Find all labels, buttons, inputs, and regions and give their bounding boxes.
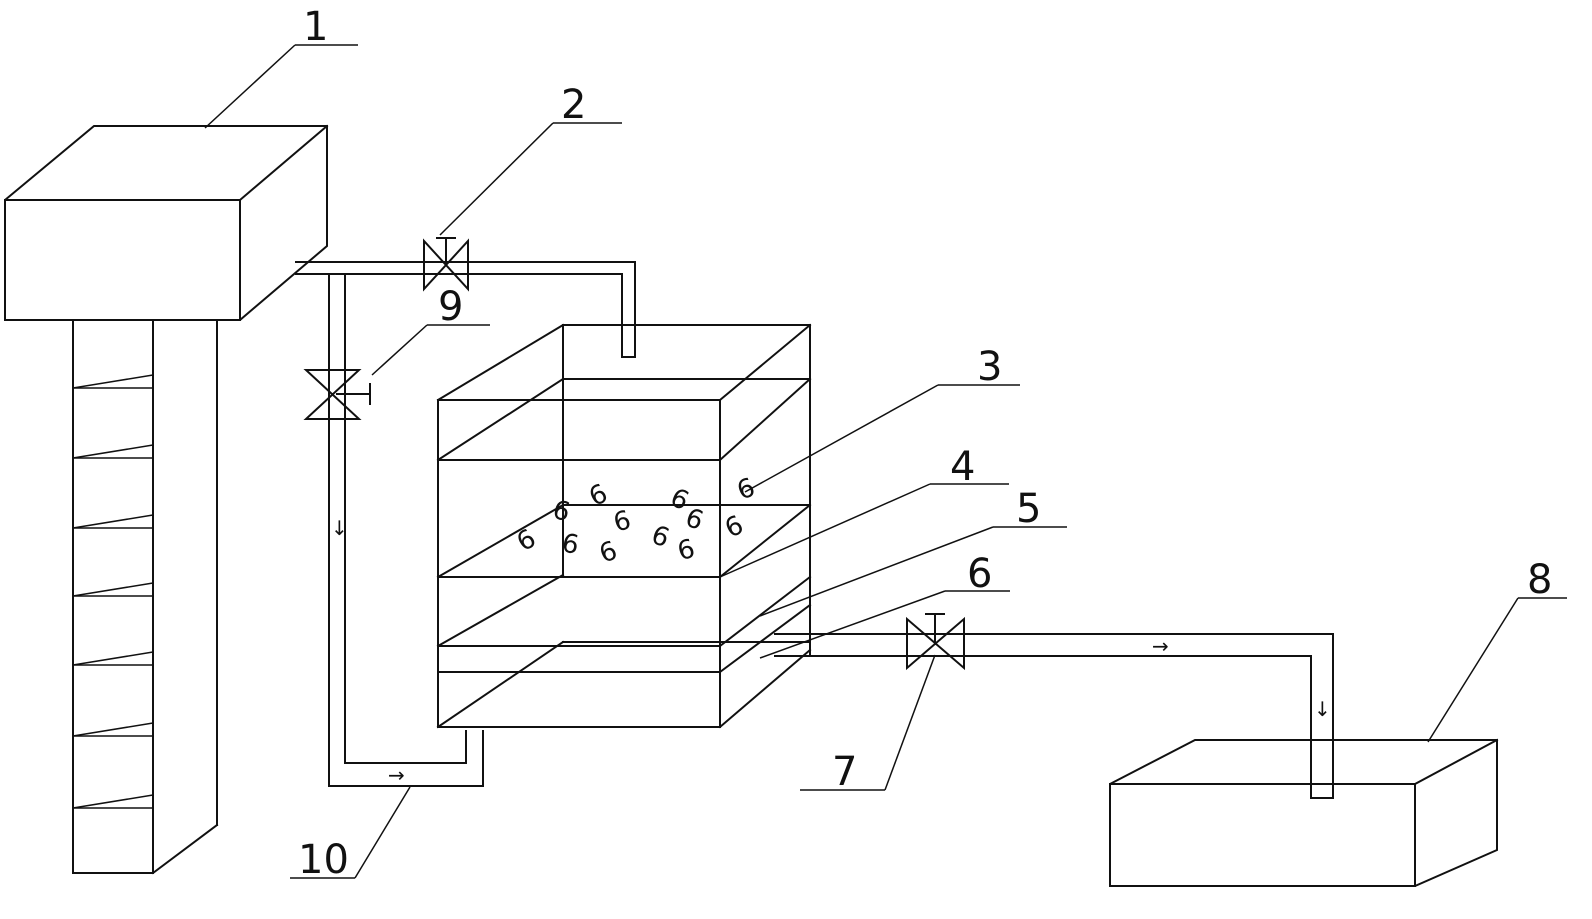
packing-element: 6 [560, 528, 582, 560]
label-10: 10 [298, 837, 349, 883]
packing-element: 6 [681, 503, 707, 537]
support-tower [72, 319, 219, 875]
flow-arrow-right: → [1152, 634, 1169, 658]
flow-arrow-down: ↓ [331, 516, 348, 540]
supply-pipe [295, 261, 636, 358]
label-1: 1 [303, 4, 328, 50]
label-3: 3 [977, 344, 1002, 390]
packing-element: 6 [549, 495, 573, 528]
label-4: 4 [950, 444, 975, 490]
outlet-pipe: → ↓ [774, 633, 1334, 799]
leader-lines [204, 44, 1567, 879]
packing-element: 6 [512, 524, 541, 558]
bypass-pipe-10: ↓ → [328, 273, 484, 787]
packing-element: 6 [733, 473, 759, 507]
packing-media: 6 6 6 6 6 6 6 6 6 6 6 6 [512, 473, 759, 570]
receiving-tank [1109, 738, 1499, 887]
component-labels: 1 2 9 3 4 5 6 7 8 10 [298, 4, 1552, 883]
label-8: 8 [1527, 557, 1552, 603]
valve-9 [303, 369, 371, 420]
label-6: 6 [967, 551, 992, 597]
label-2: 2 [561, 82, 586, 128]
packing-element: 6 [585, 479, 613, 513]
packing-element: 6 [674, 534, 698, 567]
flow-arrow-down: ↓ [1314, 697, 1331, 721]
flow-arrow-right: → [388, 763, 405, 787]
packing-element: 6 [610, 505, 634, 538]
packing-element: 6 [595, 536, 621, 570]
label-7: 7 [832, 749, 857, 795]
label-5: 5 [1016, 486, 1041, 532]
valve-2 [423, 237, 469, 292]
packing-element: 6 [647, 520, 673, 554]
label-9: 9 [438, 284, 463, 330]
valve-7 [906, 613, 965, 671]
elevated-tank [4, 124, 329, 321]
packing-element: 6 [721, 510, 749, 544]
filter-box [436, 323, 812, 729]
